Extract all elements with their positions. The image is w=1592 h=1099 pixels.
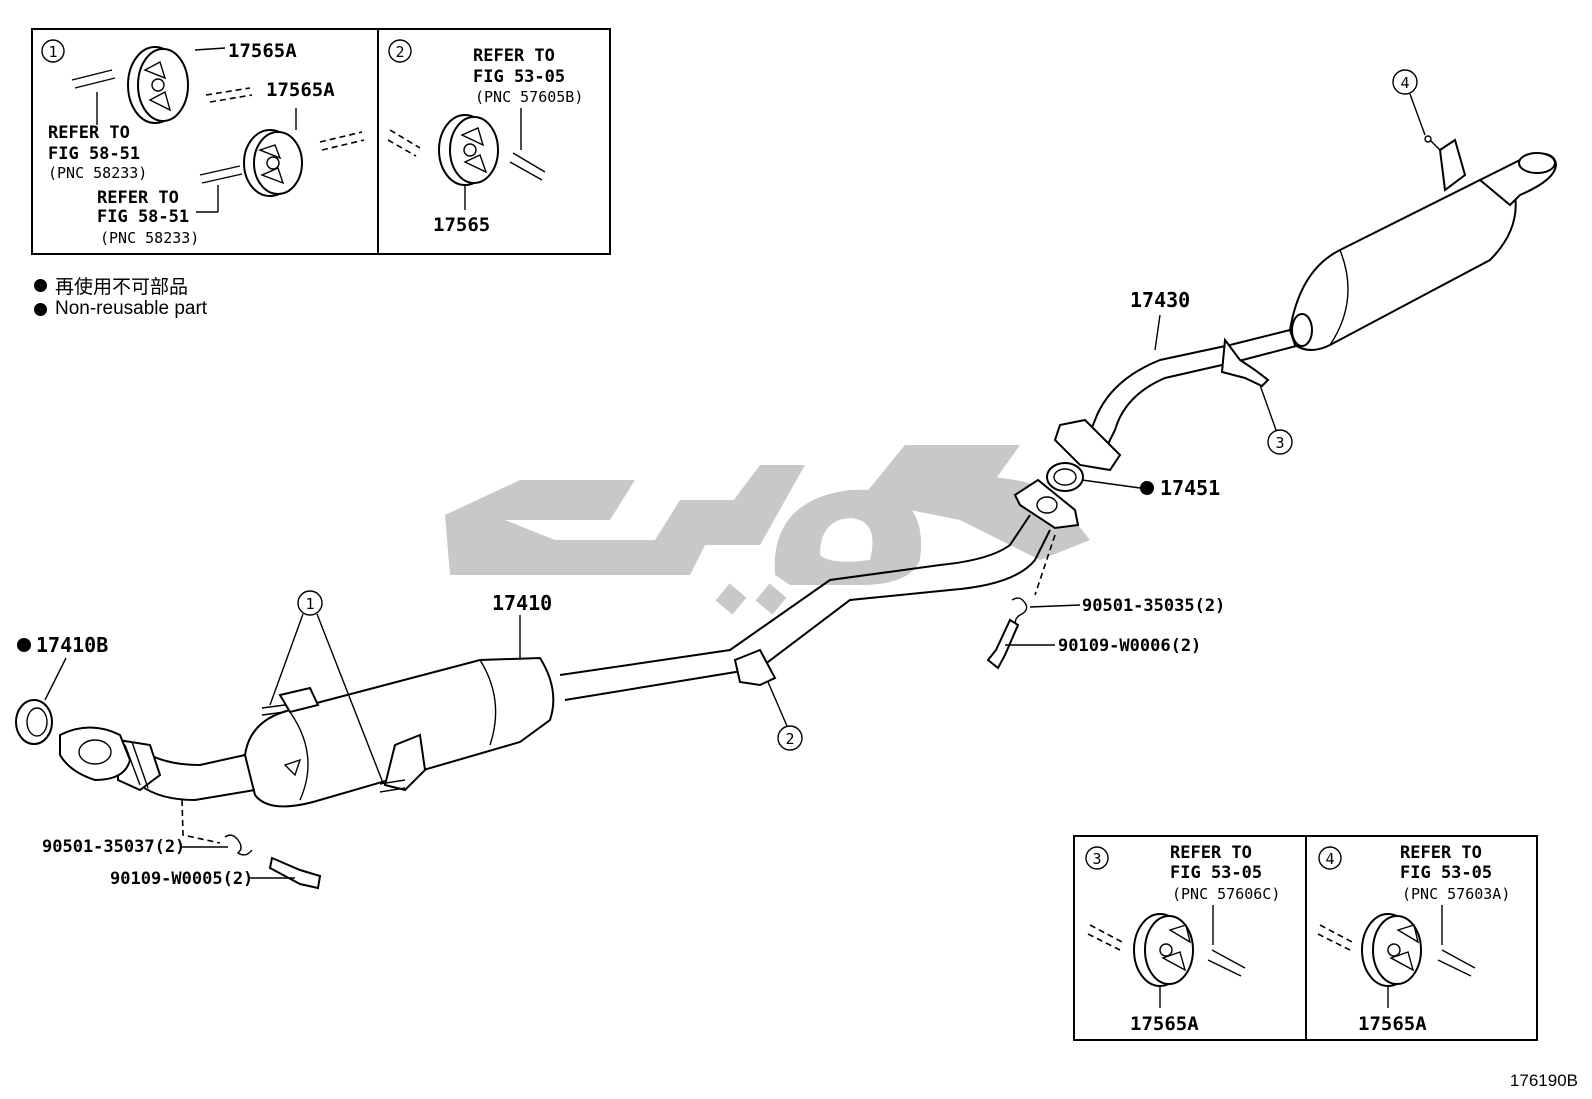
inset-3-refer-1: REFER TO [1170, 843, 1252, 863]
inset-bottom-right [1073, 835, 1538, 1041]
callout-3: 3 [1259, 384, 1293, 455]
inset-1-part-top: 17565A [228, 40, 297, 62]
leader-bolt-front: 90109-W0005(2) [110, 869, 295, 889]
front-pipe [559, 478, 1080, 701]
rubber-hanger-icon [243, 129, 303, 197]
inset-1-refer-a-3: (PNC 58233) [48, 164, 147, 182]
leader-17410: 17410 [492, 591, 552, 660]
inset-2: 2 REFER TO FIG 53-05 (PNC 57605B) 17565 [387, 39, 583, 236]
inset-3-refer-3: (PNC 57606C) [1172, 885, 1280, 903]
front-flange-bolt [181, 799, 322, 890]
front-catalyst [243, 656, 555, 808]
label-spring-rear: 90501-35035(2) [1082, 596, 1225, 616]
inset-1-refer-b-2: FIG 58-51 [97, 207, 189, 227]
inset-4-marker: 4 [1325, 850, 1334, 868]
inset-1-marker: 1 [48, 43, 57, 61]
leader-spring-front: 90501-35037(2) [42, 837, 228, 857]
watermark-logo [445, 445, 1090, 615]
inset-4-part: 17565A [1358, 1013, 1427, 1035]
label-17410: 17410 [492, 591, 552, 615]
leader-17410B: 17410B [17, 633, 108, 701]
hanger-pins [261, 704, 406, 793]
inset-2-marker: 2 [395, 43, 404, 61]
callout-2-text: 2 [785, 730, 794, 748]
rubber-hanger-icon [1133, 913, 1194, 987]
leader-bolt-rear: 90109-W0006(2) [1005, 636, 1201, 656]
inset-2-part: 17565 [433, 214, 490, 236]
exhaust-inlet-pipe [59, 726, 256, 802]
inset-3: 3 REFER TO FIG 53-05 (PNC 57606C) 17565A [1085, 843, 1280, 1035]
inset-1: 1 17565A 17565A REFER TO FIG 58-51 (PNC … [41, 39, 365, 247]
legend-text-en: Non-reusable part [55, 298, 208, 319]
rear-flange-bolt [986, 534, 1056, 670]
rubber-hanger-icon [438, 114, 499, 186]
callout-2: 2 [767, 681, 803, 751]
legend-line-ja: 再使用不可部品 [34, 272, 188, 299]
inset-2-refer-2: FIG 53-05 [473, 67, 565, 87]
callout-1: 1 [269, 590, 384, 784]
label-spring-front: 90501-35037(2) [42, 837, 185, 857]
inset-top-left [31, 28, 611, 255]
rear-muffler [1288, 135, 1558, 351]
inset-1-part-bottom: 17565A [266, 79, 335, 101]
inset-1-refer-a-2: FIG 58-51 [48, 144, 140, 164]
label-17410B: 17410B [36, 633, 108, 657]
callout-1-text: 1 [305, 595, 314, 613]
rubber-hanger-icon [127, 46, 189, 124]
callout-4: 4 [1392, 69, 1426, 136]
gasket-17451 [1046, 462, 1084, 492]
inset-1-refer-b-1: REFER TO [97, 188, 179, 208]
leader-spring-rear: 90501-35035(2) [1029, 596, 1225, 616]
callout-3-text: 3 [1275, 434, 1284, 452]
tail-pipe [1053, 313, 1313, 472]
inset-2-refer-1: REFER TO [473, 46, 555, 66]
inset-3-part: 17565A [1130, 1013, 1199, 1035]
inset-2-refer-3: (PNC 57605B) [475, 88, 583, 106]
inset-3-marker: 3 [1092, 850, 1101, 868]
legend-line-en: Non-reusable part [34, 298, 207, 320]
inset-1-refer-b-3: (PNC 58233) [100, 229, 199, 247]
inset-4-refer-1: REFER TO [1400, 843, 1482, 863]
inset-4-refer-3: (PNC 57603A) [1402, 885, 1510, 903]
label-17430: 17430 [1130, 288, 1190, 312]
label-bolt-front: 90109-W0005(2) [110, 869, 253, 889]
callout-4-text: 4 [1400, 74, 1409, 92]
figure-id: 176190B [1509, 1071, 1578, 1090]
inset-4: 4 REFER TO FIG 53-05 (PNC 57603A) 17565A [1317, 843, 1510, 1035]
label-bolt-rear: 90109-W0006(2) [1058, 636, 1201, 656]
inset-4-refer-2: FIG 53-05 [1400, 863, 1492, 883]
legend-text-ja: 再使用不可部品 [55, 277, 189, 298]
bullet-icon [34, 302, 47, 316]
bullet-icon [34, 279, 47, 292]
inset-1-refer-a-1: REFER TO [48, 123, 130, 143]
label-17451: 17451 [1160, 476, 1220, 500]
leader-17451: 17451 [1081, 476, 1220, 500]
gasket-17410B [15, 699, 53, 745]
rubber-hanger-icon [1361, 913, 1422, 987]
leader-17430: 17430 [1130, 288, 1190, 351]
inset-3-refer-2: FIG 53-05 [1170, 863, 1262, 883]
